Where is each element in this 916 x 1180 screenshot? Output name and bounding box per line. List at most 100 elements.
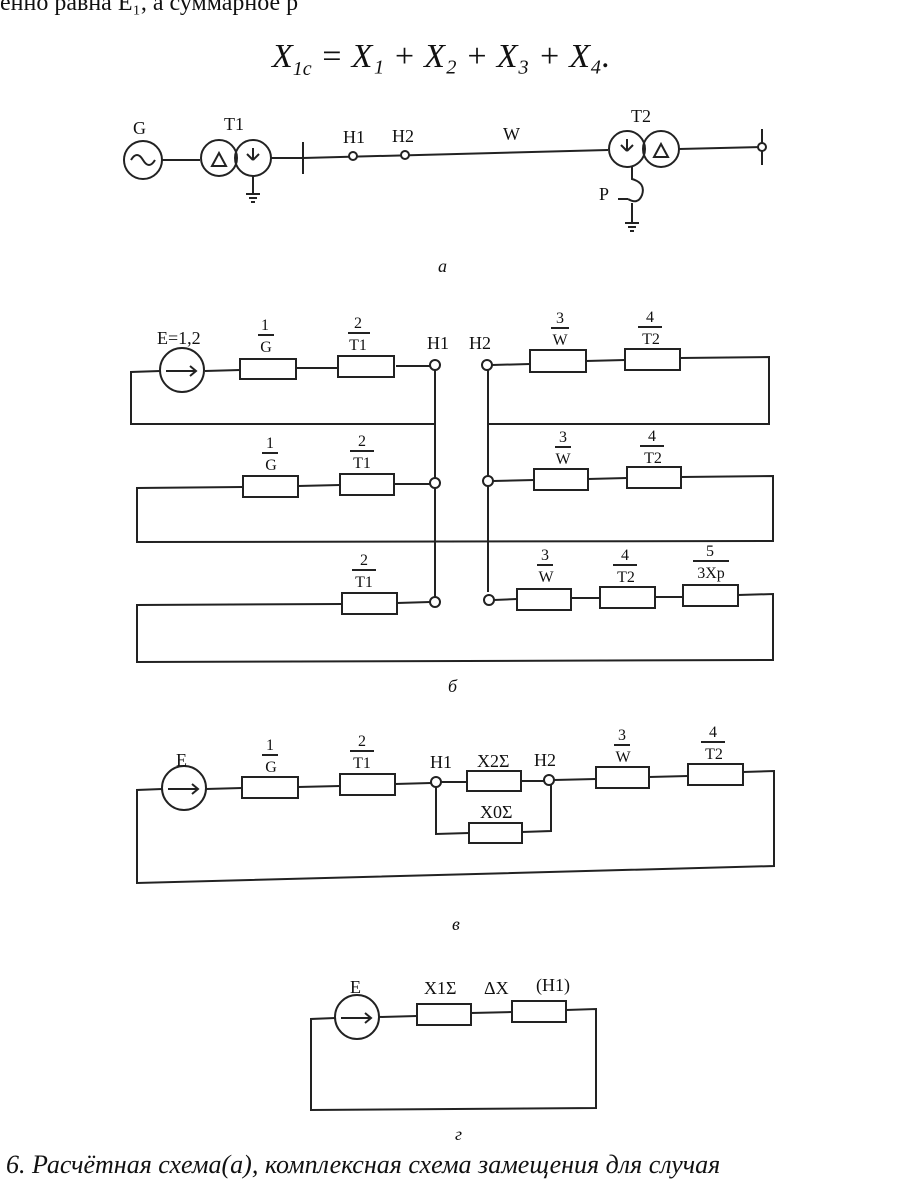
formula-eq: = (320, 38, 344, 75)
wire (130, 370, 434, 425)
element-number: 2 (358, 433, 366, 450)
formula-term: X₂ (424, 38, 457, 75)
element-name: T2 (617, 569, 635, 586)
resistor-t2 (626, 466, 682, 489)
resistor-t2 (599, 586, 656, 609)
element-name: W (615, 749, 631, 766)
element-name: T2 (644, 450, 662, 467)
wire (136, 769, 775, 885)
t1-label: T1 (224, 114, 244, 134)
diagram-a-label: а (438, 256, 447, 276)
node-h2 (482, 475, 494, 487)
resistor-x0 (468, 822, 523, 844)
resistor-w (529, 349, 587, 373)
node-h2 (481, 359, 493, 371)
element-name: T1 (353, 755, 371, 772)
x0-label: X0Σ (480, 802, 512, 822)
reactor-icon (618, 167, 644, 203)
resistor-t1 (341, 592, 398, 615)
ground-icon (246, 176, 260, 203)
resistor-x2 (466, 770, 522, 792)
element-number: 3 (556, 310, 564, 327)
wire (521, 785, 552, 833)
wire (487, 355, 770, 425)
t2-label: T2 (631, 106, 651, 126)
wire (553, 778, 597, 781)
node-h1 (429, 477, 441, 489)
resistor-t1 (339, 773, 396, 796)
element-number: 1 (266, 737, 274, 754)
arrow-icon (166, 365, 198, 377)
element-number: 2 (354, 315, 362, 332)
formula-plus: + (392, 38, 416, 75)
source-symbol (159, 347, 205, 393)
wire (204, 369, 241, 372)
wire (435, 787, 470, 836)
t2-winding-2 (642, 130, 680, 168)
node (757, 142, 767, 152)
diagram-b: E=1,2 1 G 2 T1 H1 H2 3 W 4 T2 1 G 2 (130, 309, 774, 696)
node-label: (H1) (536, 975, 570, 996)
element-name: T1 (353, 455, 371, 472)
h1-label: H1 (430, 752, 452, 772)
element-number: 4 (621, 547, 629, 564)
element-name: G (265, 457, 277, 474)
wire (136, 592, 774, 664)
wire (396, 601, 431, 604)
resistor-g (241, 776, 299, 799)
source-label: E (176, 750, 187, 770)
arrow-icon (168, 783, 200, 795)
node-h1 (348, 151, 358, 161)
diagram-g-label: г (455, 1124, 462, 1144)
resistor-t2 (687, 763, 744, 786)
generator-label: G (133, 118, 146, 138)
element-number: 2 (360, 552, 368, 569)
element-name: W (555, 451, 571, 468)
resistor-reactor (682, 584, 739, 607)
element-name: T1 (349, 337, 367, 354)
wire (205, 787, 243, 790)
element-number: 3 (541, 547, 549, 564)
figure-caption: 6. Расчётная схема(а), комплексная схема… (6, 1150, 721, 1179)
resistor-t2 (624, 348, 681, 371)
element-name: G (265, 759, 277, 776)
resistor-dx (511, 1000, 567, 1023)
formula-term: X₁ (351, 38, 385, 75)
node-h2 (483, 594, 495, 606)
element-number: 5 (706, 543, 714, 560)
wire (585, 359, 626, 362)
node-h1 (429, 596, 441, 608)
formula-term: X₄ (569, 38, 602, 75)
element-number: 2 (358, 733, 366, 750)
h1-label: H1 (427, 333, 449, 353)
diagram-g: E X1Σ ΔX (H1) г (310, 975, 597, 1144)
source-label: E (350, 977, 361, 997)
wire (492, 479, 535, 482)
wire (136, 474, 774, 544)
resistor-g (239, 358, 297, 380)
node-h1 (430, 776, 442, 788)
element-name: G (260, 339, 272, 356)
wire (297, 785, 341, 788)
wire (587, 477, 628, 480)
formula-end: . (601, 38, 611, 75)
resistor-g (242, 475, 299, 498)
diagram-b-label: б (448, 676, 458, 696)
diagram-a: G T1 H1 H2 W T2 P а (123, 106, 767, 276)
wire (394, 782, 432, 785)
resistor-w (516, 588, 572, 611)
element-number: 3 (618, 727, 626, 744)
formula-lhs-sub: 1c (292, 57, 312, 80)
node-h2 (400, 150, 410, 160)
formula-term: X₃ (496, 38, 530, 75)
wire (678, 146, 763, 150)
resistor-x1 (416, 1003, 472, 1026)
t2-winding-1 (608, 130, 646, 168)
formula-lhs: X (272, 38, 293, 75)
resistor-t1 (337, 355, 395, 378)
x2-label: X2Σ (477, 751, 509, 771)
h2-label: H2 (469, 333, 491, 353)
element-name: W (552, 332, 568, 349)
element-number: 4 (648, 428, 656, 445)
element-number: 4 (709, 724, 717, 741)
